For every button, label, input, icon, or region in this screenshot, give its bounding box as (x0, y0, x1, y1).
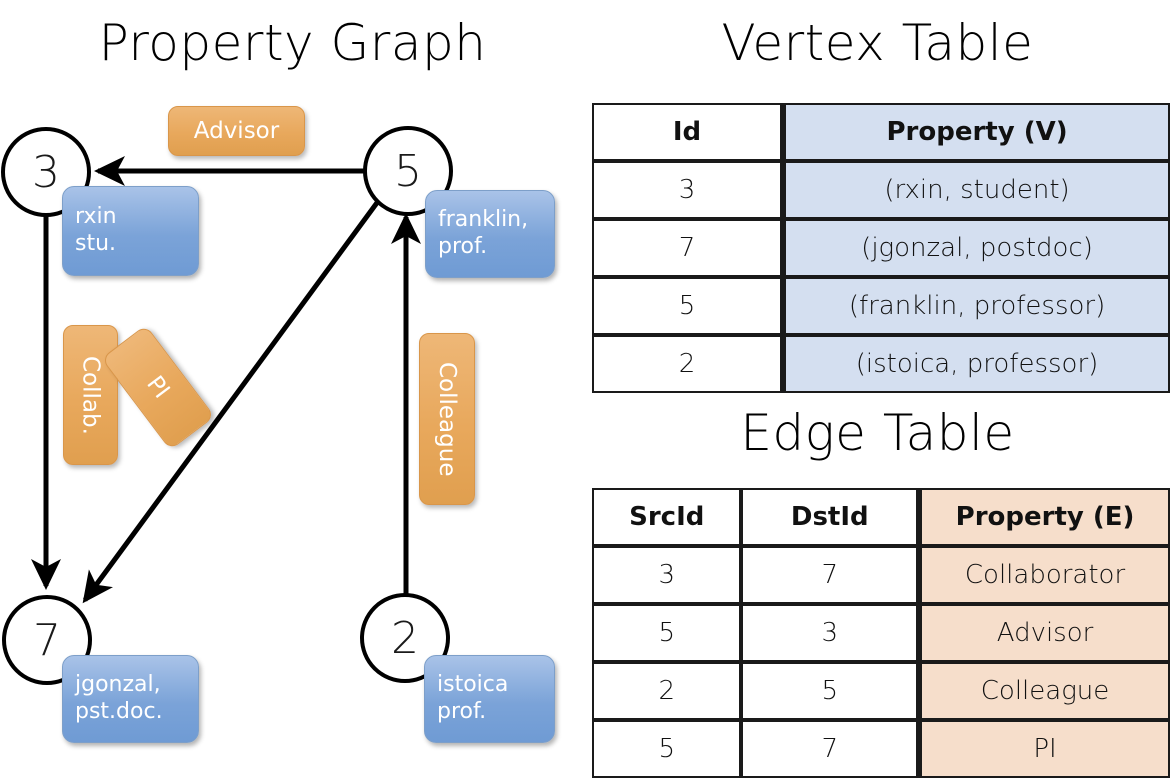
vertex-table-title: Vertex Table (721, 14, 1034, 72)
edge-table-header-srcid: SrcId (592, 488, 742, 546)
edge-table-header-dstid: DstId (741, 488, 919, 546)
edge-table-cell-srcid: 5 (592, 720, 742, 778)
vertex-property-box-5[interactable]: franklin, prof. (425, 190, 555, 278)
vertex-table-header-property: Property (V) (782, 103, 1170, 161)
edge-label-colleague[interactable]: Colleague (419, 333, 475, 505)
edge-table-cell-dstid: 3 (741, 604, 919, 662)
vertex-table-cell-property: (jgonzal, postdoc) (782, 219, 1170, 277)
edge-table-cell-dstid: 5 (741, 662, 919, 720)
vertex-property-box-2[interactable]: istoica prof. (424, 655, 555, 743)
edge-table-cell-property: PI (918, 720, 1170, 778)
edge-table-cell-srcid: 2 (592, 662, 742, 720)
edge-label-pi-text: PI (141, 371, 175, 404)
graph-edges-layer (31, 156, 421, 604)
vertex-table-cell-id: 5 (592, 277, 783, 335)
edge-table-cell-srcid: 5 (592, 604, 742, 662)
vertex-table-header-id: Id (592, 103, 783, 161)
edge-table-row[interactable]: 3 7 Collaborator (592, 546, 1170, 604)
vertex-table-cell-property: (franklin, professor) (782, 277, 1170, 335)
vertex-property-line-2: pst.doc. (75, 699, 163, 724)
edge-label-advisor[interactable]: Advisor (168, 106, 305, 156)
vertex-property-line-1: istoica (437, 672, 509, 698)
vertex-table-row[interactable]: 5 (franklin, professor) (592, 277, 1170, 335)
vertex-table-cell-id: 3 (592, 161, 783, 219)
edge-table-row[interactable]: 5 3 Advisor (592, 604, 1170, 662)
edge-table-cell-property: Advisor (918, 604, 1170, 662)
edge-table-header-row: SrcId DstId Property (E) (592, 488, 1170, 546)
edge-table: SrcId DstId Property (E) 3 7 Collaborato… (592, 488, 1170, 778)
edge-table-cell-property: Colleague (918, 662, 1170, 720)
vertex-table-row[interactable]: 3 (rxin, student) (592, 161, 1170, 219)
vertex-property-line-1: rxin (75, 204, 117, 230)
vertex-table-cell-id: 2 (592, 335, 783, 393)
edge-label-collab[interactable]: Collab. (63, 325, 118, 465)
edge-label-collab-text: Collab. (77, 355, 104, 435)
vertex-property-line-2: stu. (75, 231, 117, 256)
vertex-property-line-1: franklin, (438, 207, 529, 233)
edge-table-cell-dstid: 7 (741, 720, 919, 778)
edge-table-header-property: Property (E) (918, 488, 1170, 546)
vertex-property-line-1: jgonzal, (75, 672, 161, 698)
edge-table-cell-srcid: 3 (592, 546, 742, 604)
edge-table-title: Edge Table (740, 404, 1015, 462)
vertex-table-cell-id: 7 (592, 219, 783, 277)
vertex-table-row[interactable]: 7 (jgonzal, postdoc) (592, 219, 1170, 277)
vertex-property-line-2: prof. (438, 234, 488, 259)
vertex-node-2[interactable]: 2 (360, 593, 450, 683)
edge-label-colleague-text: Colleague (434, 361, 460, 477)
vertex-table-row[interactable]: 2 (istoica, professor) (592, 335, 1170, 393)
vertex-property-box-3[interactable]: rxin stu. (62, 186, 199, 276)
property-graph-title: Property Graph (98, 14, 487, 72)
vertex-table: Id Property (V) 3 (rxin, student) 7 (jgo… (592, 103, 1170, 393)
vertex-table-header-row: Id Property (V) (592, 103, 1170, 161)
vertex-property-box-7[interactable]: jgonzal, pst.doc. (62, 655, 199, 743)
vertex-property-line-2: prof. (437, 699, 487, 724)
vertex-table-cell-property: (istoica, professor) (782, 335, 1170, 393)
edge-5-to-7 (82, 198, 382, 604)
vertex-table-cell-property: (rxin, student) (782, 161, 1170, 219)
edge-table-cell-dstid: 7 (741, 546, 919, 604)
edge-table-row[interactable]: 2 5 Colleague (592, 662, 1170, 720)
property-graph-diagram: 3 5 7 2 rxin stu. franklin, prof. jgonza… (0, 0, 585, 760)
edge-table-row[interactable]: 5 7 PI (592, 720, 1170, 778)
edge-table-cell-property: Collaborator (918, 546, 1170, 604)
